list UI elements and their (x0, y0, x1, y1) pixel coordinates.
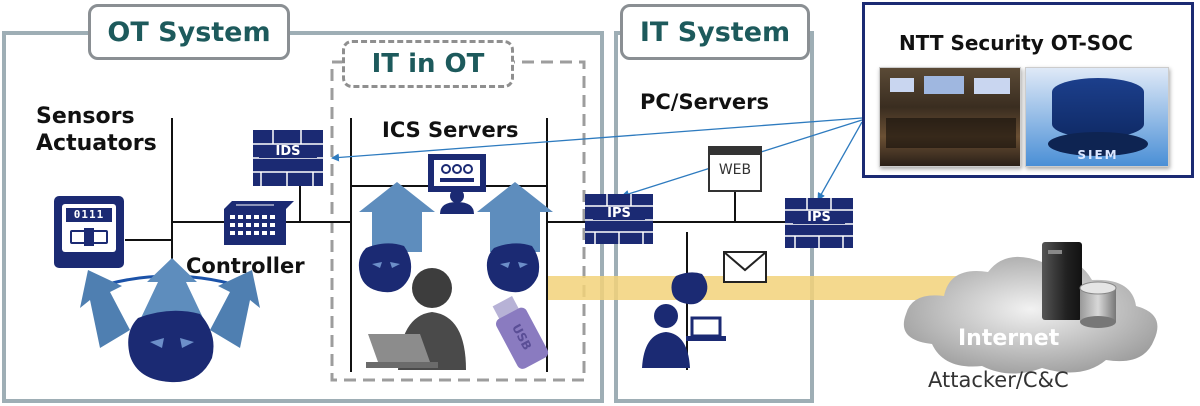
siem-label: SIEM (1077, 148, 1119, 162)
controller-label: Controller (186, 254, 305, 278)
usb-stick-icon (492, 295, 549, 369)
malware-blob-ics-left-icon (358, 243, 412, 293)
ot-system-tab: OT System (88, 4, 290, 60)
ips-right-firewall-icon: IPS (785, 198, 853, 248)
exfiltration-flow-arrow (548, 262, 1030, 314)
ot-system-label: OT System (107, 16, 271, 48)
malware-blob-field-icon (128, 310, 214, 383)
insider-attacker-icon (366, 268, 466, 370)
it-system-label: IT System (639, 16, 791, 48)
pc-servers-label: PC/Servers (640, 90, 769, 114)
ips-right-label: IPS (793, 211, 845, 224)
ips-left-firewall-icon: IPS (585, 194, 653, 244)
soc-siem-photo: SIEM (1025, 67, 1169, 167)
attacker-server-icon (1042, 242, 1117, 328)
internet-cloud-icon (903, 256, 1158, 374)
it-in-ot-label: IT in OT (371, 49, 485, 79)
soc-title: NTT Security OT-SOC (899, 31, 1133, 55)
it-user-laptop-icon (642, 304, 726, 368)
it-in-ot-tab: IT in OT (342, 40, 514, 88)
meter-icon: 0111 (54, 196, 124, 268)
ids-firewall-icon: IDS (253, 130, 323, 186)
malware-blob-it-icon (671, 272, 708, 305)
controller-switch-icon (224, 201, 294, 245)
ids-label: IDS (259, 145, 317, 158)
internet-label: Internet (958, 326, 1060, 351)
sensors-label: Sensors (36, 104, 135, 129)
it-system-tab: IT System (620, 4, 810, 60)
web-server-icon: WEB (708, 146, 762, 192)
ics-operator-console-icon (428, 154, 486, 214)
ot-soc-panel: NTT Security OT-SOC SIEM (862, 2, 1194, 178)
attacker-label: Attacker/C&C (928, 368, 1069, 392)
email-envelope-icon (723, 251, 767, 283)
malware-blob-ics-right-icon (486, 243, 540, 293)
ics-servers-label: ICS Servers (382, 118, 519, 142)
ips-left-label: IPS (593, 207, 645, 220)
web-label: WEB (718, 162, 752, 178)
soc-operations-photo (879, 67, 1021, 167)
actuators-label: Actuators (36, 131, 157, 156)
meter-digits: 0111 (66, 208, 112, 222)
